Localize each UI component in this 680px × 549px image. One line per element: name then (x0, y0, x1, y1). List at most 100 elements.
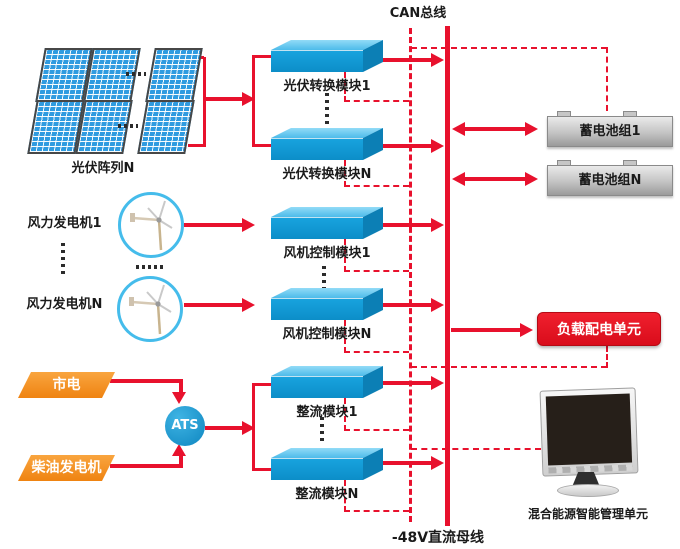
wind-module-1-can-link-v (344, 239, 346, 272)
box-side-face (363, 448, 383, 480)
load-distribution-unit-box: 负载配电单元 (537, 312, 661, 346)
dc-bus-line (445, 26, 450, 526)
diesel-to-ats-arrowhead (172, 444, 186, 456)
monitor-icon (539, 387, 639, 477)
wind-modules-ellipsis-dots (322, 266, 326, 293)
battery-n-box: 蓄电池组N (547, 165, 673, 196)
pv-module-n-dc-arrowhead (431, 139, 444, 153)
battery-1-can-link-v (606, 47, 608, 111)
battery-terminal (557, 160, 571, 166)
rectifier-1-dc-arrow-line (380, 381, 431, 385)
box-side-face (363, 207, 383, 239)
pv-modules-ellipsis-dots (325, 93, 329, 125)
load-unit-arrow-line (451, 328, 520, 332)
box-side-face (363, 128, 383, 160)
ats-output-arrowhead (242, 421, 255, 435)
box-front-face (271, 50, 363, 72)
load-unit-can-link-v (606, 346, 608, 368)
box-front-face (271, 298, 363, 320)
box-front-face (271, 138, 363, 160)
turbine-1-arrowhead (242, 218, 255, 232)
wind-module-1-can-link-h (344, 270, 409, 272)
monitor-screen (545, 393, 633, 466)
rectifier-n-box (271, 448, 383, 480)
rectifier-n-dc-arrowhead (431, 456, 444, 470)
battery-n-arrowhead-left (452, 172, 465, 186)
turbine-n-label: 风力发电机N (26, 297, 103, 312)
rectifier-1-label: 整流模块1 (296, 405, 358, 420)
turbine-n-arrowhead (242, 298, 255, 312)
rectifier-1-can-link-v (344, 398, 346, 431)
solar-panel (137, 100, 195, 154)
box-front-face (271, 376, 363, 398)
box-top-face (271, 207, 383, 217)
pv-ellipsis-dots (126, 72, 146, 76)
diesel-to-ats-line-h (110, 464, 183, 468)
battery-n-arrowhead-right (525, 172, 538, 186)
box-top-face (271, 288, 383, 298)
battery-1-arrowhead-right (525, 122, 538, 136)
turbine-circles-ellipsis-dots (136, 265, 166, 269)
rectifier-n-label: 整流模块N (295, 487, 359, 502)
rectifier-1-dc-arrowhead (431, 376, 444, 390)
grid-to-ats-arrowhead (172, 392, 186, 404)
wind-module-1-dc-arrowhead (431, 218, 444, 232)
box-side-face (363, 40, 383, 72)
pv-module-n-can-link-v (344, 160, 346, 187)
wind-module-n-dc-arrowhead (431, 298, 444, 312)
grid-power-shape: 市电 (18, 372, 115, 398)
box-front-face (271, 217, 363, 239)
monitor-stand-base (557, 484, 619, 497)
solar-panel (145, 48, 203, 102)
pv-modules-bracket-stub-bottom (252, 144, 272, 147)
pv-module-n-label: 光伏转换模块N (282, 167, 372, 182)
load-unit-can-link-h (411, 366, 607, 368)
grid-to-ats-line-h (110, 379, 183, 383)
wind-turbine-icon (130, 200, 173, 251)
battery-1-arrow-line (464, 127, 526, 131)
rectifier-1-can-link-h (344, 429, 409, 431)
box-side-face (363, 288, 383, 320)
management-unit-label: 混合能源智能管理单元 (527, 507, 648, 521)
diesel-generator-shape: 柴油发电机 (18, 455, 115, 481)
turbine-ellipsis-dots (61, 243, 65, 277)
wind-module-1-label: 风机控制模块1 (283, 246, 371, 261)
battery-terminal (623, 160, 637, 166)
pv-module-1-box (271, 40, 383, 72)
box-top-face (271, 448, 383, 458)
management-unit-can-link-h (411, 448, 541, 450)
pv-array-bracket-stub-bottom (188, 144, 204, 147)
rectifier-n-can-link-h (344, 510, 409, 512)
turbine-1-circle (118, 192, 184, 258)
pv-module-1-can-link-h (344, 100, 409, 102)
box-front-face (271, 458, 363, 480)
wind-module-n-box (271, 288, 383, 320)
battery-terminal (623, 111, 637, 117)
pv-module-1-label: 光伏转换模块1 (283, 79, 371, 94)
diesel-to-ats-line-v (179, 456, 183, 468)
turbine-n-circle (117, 276, 183, 342)
rectifier-bracket-stub-top (252, 383, 272, 386)
battery-terminal (557, 111, 571, 117)
wind-module-1-dc-arrow-line (380, 223, 431, 227)
can-bus-line (409, 28, 412, 522)
wind-module-n-dc-arrow-line (380, 303, 431, 307)
pv-array-to-modules-arrowhead (242, 92, 255, 106)
rectifier-n-can-link-v (344, 480, 346, 512)
pv-array-to-modules-arrow-line (205, 97, 242, 101)
pv-array-bracket (203, 57, 206, 147)
rectifier-n-dc-arrow-line (380, 461, 431, 465)
pv-ellipsis-dots (118, 124, 138, 128)
turbine-1-label: 风力发电机1 (27, 216, 102, 231)
ats-output-line (205, 426, 242, 430)
ats-circle: ATS (165, 406, 205, 446)
pv-module-n-dc-arrow-line (380, 144, 431, 148)
box-top-face (271, 366, 383, 376)
can-bus-label: CAN总线 (389, 6, 447, 21)
wind-module-n-can-link-v (344, 320, 346, 353)
pv-modules-bracket-stub-top (252, 55, 272, 58)
wind-module-n-can-link-h (344, 351, 409, 353)
rectifier-1-box (271, 366, 383, 398)
battery-1-can-link-h (411, 47, 607, 49)
